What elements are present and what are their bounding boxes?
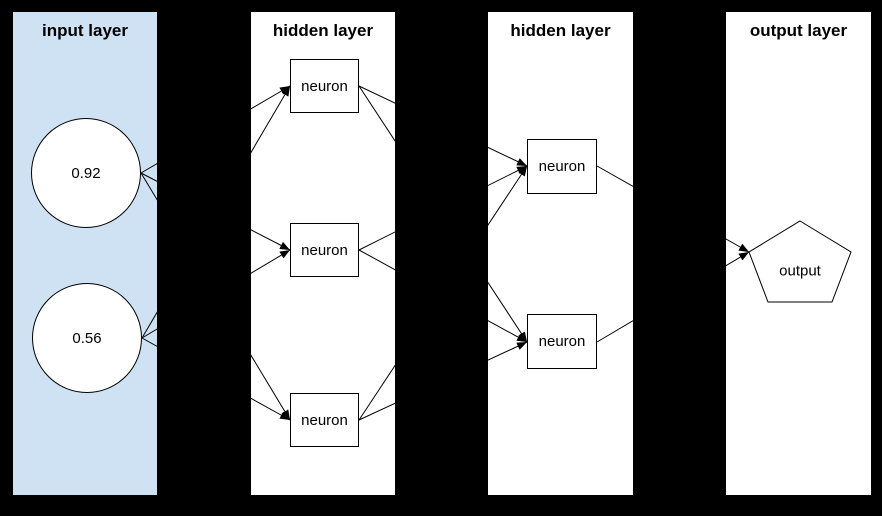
connection-arrow — [141, 337, 291, 421]
connection-arrow — [358, 249, 528, 343]
hidden2-neuron-1: neuron — [527, 139, 597, 194]
layer-title: hidden layer — [272, 21, 374, 40]
connection-arrow — [358, 341, 528, 421]
connection-arrow — [140, 172, 291, 251]
connection-arrow — [358, 165, 528, 421]
hidden1-neuron-1: neuron — [290, 59, 359, 113]
connection-arrow — [596, 251, 750, 343]
layer-title: hidden layer — [510, 21, 611, 40]
connection-arrow — [358, 165, 528, 251]
neuron-label: neuron — [301, 77, 348, 95]
input-node-2: 0.56 — [32, 283, 142, 393]
hidden1-neuron-3: neuron — [290, 393, 359, 447]
output-node-label: output — [779, 262, 821, 280]
layer-title: input layer — [42, 21, 128, 40]
connection-arrow — [358, 85, 528, 343]
panel-hidden-layer-2: hidden layer — [488, 12, 633, 495]
hidden1-neuron-2: neuron — [290, 223, 359, 277]
input-node-1-value: 0.92 — [71, 164, 101, 182]
pentagon-shape — [748, 220, 852, 303]
connection-arrow — [141, 85, 291, 339]
neuron-label: neuron — [301, 241, 348, 259]
neuron-label: neuron — [538, 158, 586, 175]
connection-arrow — [596, 165, 750, 253]
neuron-label: neuron — [538, 333, 586, 350]
hidden2-neuron-2: neuron — [527, 314, 597, 369]
layer-title: output layer — [749, 21, 848, 40]
connection-arrow — [141, 249, 291, 339]
input-node-1: 0.92 — [31, 118, 141, 228]
panel-input-layer: input layer — [13, 12, 157, 495]
connection-arrow — [140, 172, 291, 421]
neuron-label: neuron — [301, 411, 348, 429]
connection-arrow — [358, 85, 528, 167]
connection-arrow — [140, 85, 291, 174]
input-node-2-value: 0.56 — [72, 329, 102, 347]
output-node: output — [748, 220, 852, 303]
